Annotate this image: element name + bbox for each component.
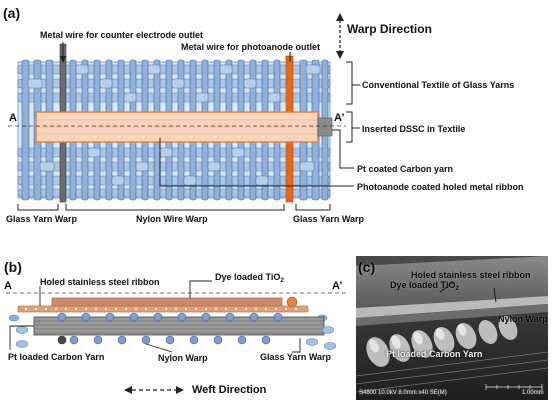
label-section-a-left: A [9, 112, 17, 124]
label-c-dye-sub: 2 [455, 285, 459, 292]
label-inserted-dssc: Inserted DSSC in Textile [362, 124, 466, 134]
label-pt-coated-carbon: Pt coated Carbon yarn [357, 164, 454, 174]
label-c-pt-loaded-carbon: Pt loaded Carbon Yarn [386, 349, 483, 359]
label-weft-direction: Weft Direction [192, 384, 267, 396]
warp-arrowhead-down [336, 51, 344, 59]
sem-info-text: S4800 10.0kV 8.0mm x40 SE(M) [359, 390, 447, 396]
label-c-holed-ribbon: Holed stainless steel ribbon [411, 270, 531, 280]
dssc-band-stripes [36, 119, 318, 135]
label-c-nylon-warp: Nylon Warp [498, 314, 548, 324]
label-warp-direction: Warp Direction [347, 22, 432, 36]
nylon-warp-row-bottom [69, 335, 271, 345]
label-metal-wire-counter: Metal wire for counter electrode outlet [40, 30, 204, 40]
panel-a-tag: (a) [3, 5, 21, 21]
label-photoanode-ribbon: Photoanode coated holed metal ribbon [357, 182, 524, 192]
label-b-holed-ribbon: Holed stainless steel ribbon [40, 277, 160, 287]
label-b-dye-sub: 2 [280, 277, 284, 284]
sem-image [356, 256, 548, 400]
label-conventional-textile: Conventional Textile of Glass Yarns [362, 80, 515, 90]
label-b-nylon-warp: Nylon Warp [158, 353, 208, 363]
label-b-pt-loaded-carbon: Pt loaded Carbon Yarn [8, 352, 105, 362]
weft-arrowhead-left [124, 386, 132, 394]
holed-ribbon [17, 305, 309, 313]
glass-yarn-ovals [15, 326, 337, 350]
label-section-a-right: A’ [334, 112, 345, 124]
braces-right [346, 61, 360, 143]
label-metal-wire-photoanode: Metal wire for photoanode outlet [181, 42, 320, 52]
label-c-dye-loaded-tio2: Dye loaded TiO2 [390, 280, 459, 292]
label-nylon-wire-warp: Nylon Wire Warp [136, 214, 208, 224]
weft-arrowhead-right [176, 386, 184, 394]
label-glass-yarn-warp-left: Glass Yarn Warp [6, 214, 78, 224]
label-glass-yarn-warp-right: Glass Yarn Warp [293, 214, 365, 224]
callouts-b [9, 280, 301, 353]
arrowhead-counter [60, 56, 66, 63]
label-b-dye-loaded-tio2: Dye loaded TiO2 [215, 272, 284, 284]
bottom-brackets [17, 204, 331, 211]
sem-image-panel: (c) Holed stainless steel ribbon Dye loa… [356, 256, 548, 400]
counter-wire-cross [57, 335, 67, 345]
sem-scale-label: 1.00mm [522, 390, 544, 396]
warp-arrowhead-up [336, 13, 344, 21]
label-b-dye-text: Dye loaded TiO [215, 272, 281, 282]
panel-c-tag: (c) [358, 259, 376, 275]
ribbon-holes [24, 307, 298, 311]
ribbon-end-ball [286, 296, 298, 308]
weave-overlaps [27, 64, 321, 186]
dye-tio2-layer [51, 297, 283, 307]
panel-b-tag: (b) [4, 259, 22, 275]
nylon-warp-row-top [57, 312, 283, 322]
pt-carbon-yarn-end [317, 117, 333, 137]
label-b-glass-yarn-warp: Glass Yarn Warp [260, 352, 332, 362]
label-b-section-left: A [4, 280, 12, 292]
panel-b-cross-section [6, 280, 346, 394]
label-b-section-right: A’ [332, 280, 343, 292]
carbon-yarn-strands [34, 320, 324, 334]
label-c-dye-text: Dye loaded TiO [390, 280, 456, 290]
